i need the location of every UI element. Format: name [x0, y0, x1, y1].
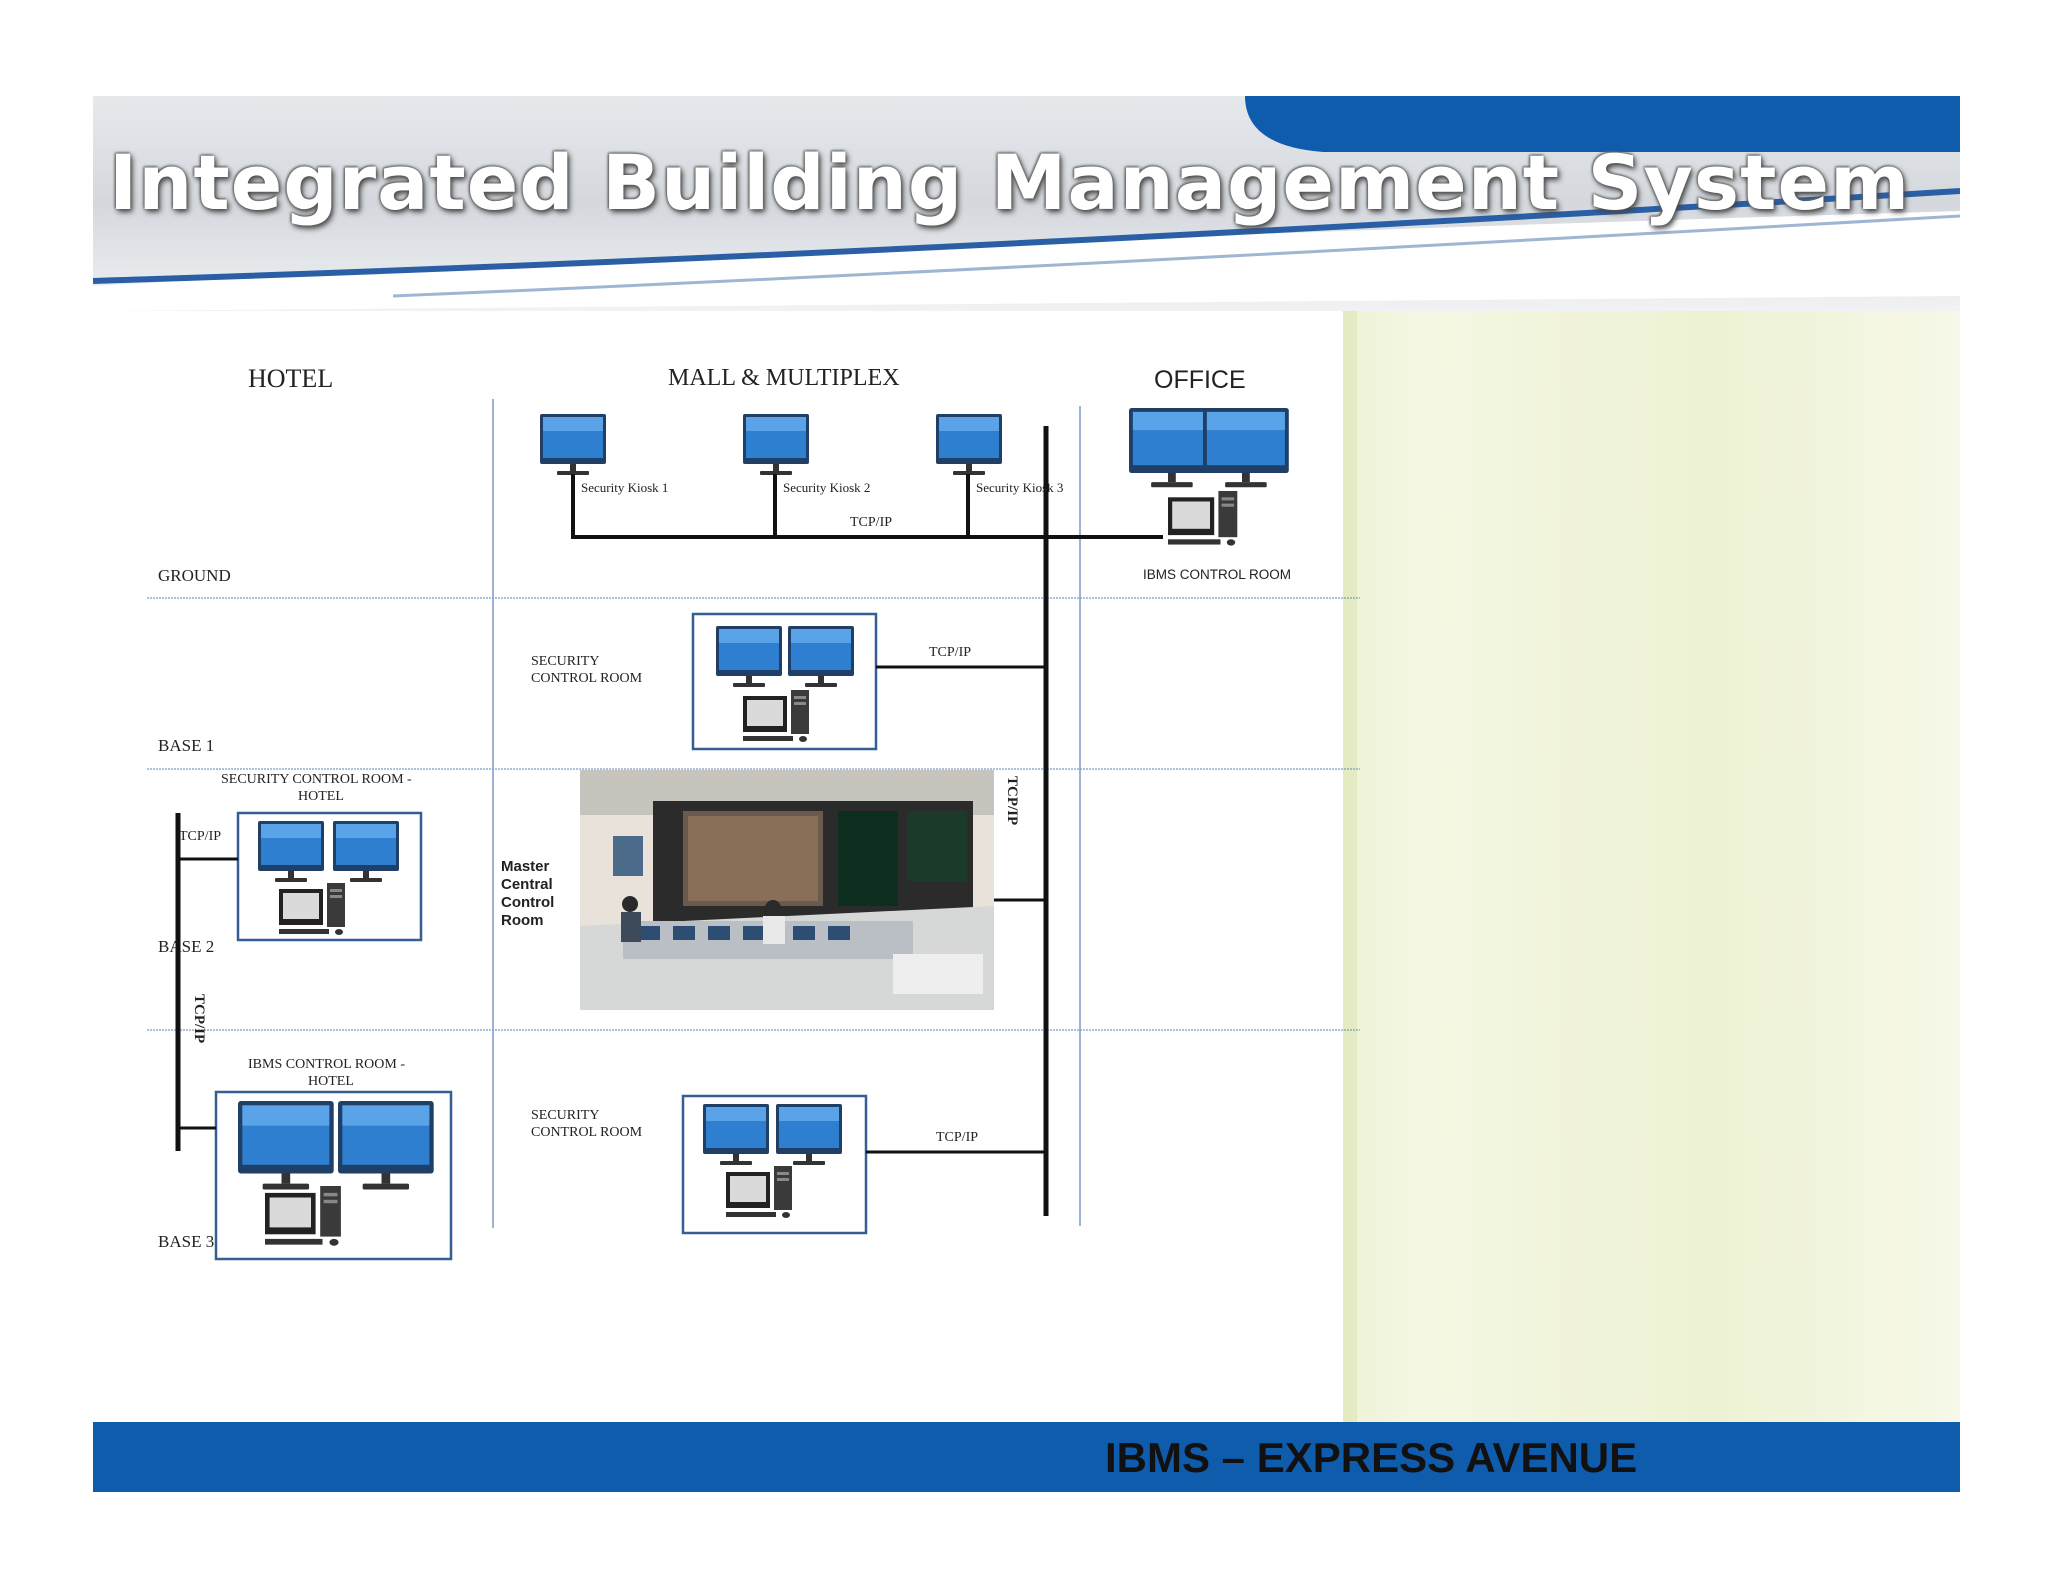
footer-bar: IBMS – EXPRESS AVENUE: [93, 1422, 1960, 1492]
security-control-room-hotel: SECURITY CONTROL ROOM - HOTEL: [221, 772, 423, 942]
side-panel: [1343, 296, 1960, 1422]
ibms-control-room-office: IBMS CONTROL ROOM: [1129, 408, 1291, 582]
kiosk-1: Security Kiosk 1: [540, 414, 668, 539]
floor-base-3: BASE 3: [158, 1232, 214, 1251]
network-diagram: HOTEL MALL & MULTIPLEX OFFICE GROUND BAS…: [147, 364, 1360, 1261]
master-room-label-line-1: Master: [501, 858, 550, 875]
ground-protocol-label: TCP/IP: [850, 515, 892, 530]
ibms-control-room-hotel: IBMS CONTROL ROOM - HOTEL: [214, 1057, 453, 1261]
ibms-control-room-label: IBMS CONTROL ROOM: [1143, 567, 1291, 582]
floor-ground: GROUND: [158, 566, 231, 585]
master-room-label-line-4: Room: [501, 912, 544, 929]
security-control-room-base-1: SECURITY CONTROL ROOM: [531, 612, 878, 751]
kiosk-3: Security Kiosk 3: [936, 414, 1063, 539]
master-room-label-line-2: Central: [501, 876, 553, 893]
column-hotel: HOTEL: [248, 364, 333, 393]
column-office: OFFICE: [1154, 366, 1246, 394]
slide-title: Integrated Building Management System: [109, 138, 1911, 227]
kiosk-2: Security Kiosk 2: [743, 414, 870, 539]
master-control-room-photo: [580, 770, 994, 1010]
hotel-base-2-protocol-label: TCP/IP: [179, 829, 221, 844]
backbone-protocol-label: TCP/IP: [1004, 776, 1020, 825]
hotel-security-label-line-1: SECURITY CONTROL ROOM -: [221, 772, 412, 787]
security-control-room-base-3: SECURITY CONTROL ROOM: [531, 1094, 868, 1235]
security-room-label-line-2: CONTROL ROOM: [531, 671, 643, 686]
column-mall: MALL & MULTIPLEX: [668, 365, 900, 391]
kiosk-2-label: Security Kiosk 2: [783, 480, 870, 495]
slide: Integrated Building Management System: [93, 96, 1960, 1492]
kiosk-3-label: Security Kiosk 3: [976, 480, 1063, 495]
floor-base-2: BASE 2: [158, 937, 214, 956]
hotel-ibms-label-line-2: HOTEL: [308, 1074, 354, 1089]
kiosk-1-label: Security Kiosk 1: [581, 480, 668, 495]
base-3-security-label-line-1: SECURITY: [531, 1108, 599, 1123]
hotel-security-label-line-2: HOTEL: [298, 789, 344, 804]
security-room-label-line-1: SECURITY: [531, 654, 599, 669]
master-room-label-line-3: Control: [501, 894, 554, 911]
hotel-backbone-protocol-label: TCP/IP: [191, 994, 207, 1043]
base-3-protocol-label: TCP/IP: [936, 1130, 978, 1145]
footer-title: IBMS – EXPRESS AVENUE: [1105, 1434, 1638, 1481]
floor-base-1: BASE 1: [158, 736, 214, 755]
base-1-protocol-label: TCP/IP: [929, 645, 971, 660]
header-banner: [93, 96, 1960, 311]
base-3-security-label-line-2: CONTROL ROOM: [531, 1125, 643, 1140]
hotel-ibms-label-line-1: IBMS CONTROL ROOM -: [248, 1057, 405, 1072]
